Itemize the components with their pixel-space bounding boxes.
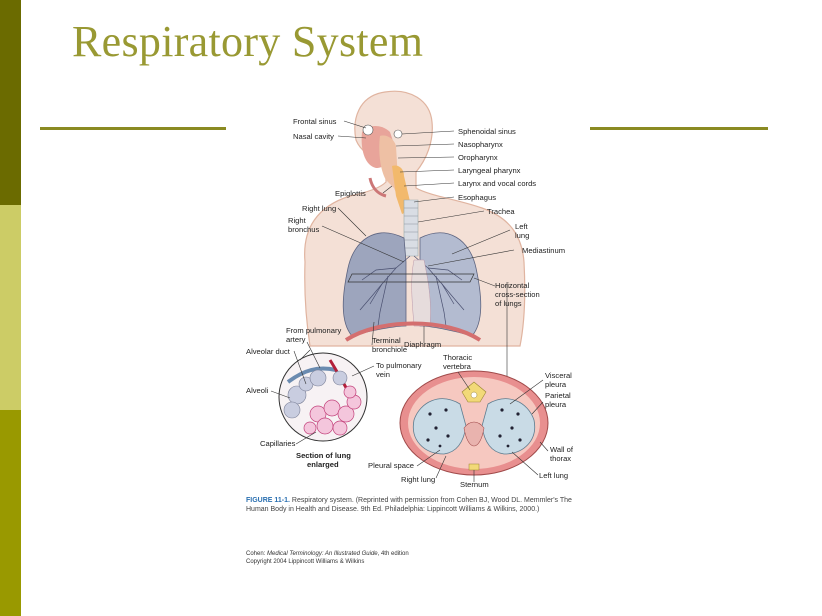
label-left-lung-1: Left [515,222,529,231]
leader-lines [270,120,549,482]
label-right-bronchus-1: Right [288,216,307,225]
label-section-1: Section of lung [296,451,351,460]
label-horizontal-1: Horizontal [495,281,529,290]
label-to-pulmonary-1: To pulmonary [376,361,422,370]
label-epiglottis: Epiglottis [335,189,366,198]
label-larynx: Larynx and vocal cords [458,179,536,188]
label-capillaries: Capillaries [260,439,296,448]
label-diaphragm: Diaphragm [404,340,441,349]
figure-credit-line2: Copyright 2004 Lippincott Williams & Wil… [246,559,365,565]
diaphragm-shape [344,321,482,342]
figure-credit-suffix: , 4th edition [377,551,409,557]
label-mediastinum: Mediastinum [522,246,565,255]
frontal-sinus-shape [362,124,374,136]
label-right-lung-bottom: Right lung [401,475,435,484]
slide-title: Respiratory System [72,17,424,66]
label-frontal-sinus: Frontal sinus [293,117,337,126]
figure-credit: Cohen: Medical Terminology: An Illustrat… [246,550,409,566]
figure-credit-line1: Cohen: Medical Terminology: An Illustrat… [246,550,409,558]
label-from-pulmonary-2: artery [286,335,306,344]
label-terminal-2: bronchiole [372,345,407,354]
label-left-lung-bottom: Left lung [539,471,568,480]
right-lung-shape [342,232,407,337]
slide-sidebar [0,0,21,616]
figure-caption-text: Respiratory system. (Reprinted with perm… [246,497,572,513]
label-oropharynx: Oropharynx [458,153,498,162]
label-alveoli: Alveoli [246,386,269,395]
label-pleural-space: Pleural space [368,461,414,470]
label-right-lung: Right lung [302,204,336,213]
label-thoracic-2: vertebra [443,362,472,371]
sphenoidal-sinus-shape [393,129,403,139]
figure-caption-label: FIGURE 11-1. [246,497,290,504]
label-wall-2: thorax [550,454,571,463]
trachea-rings [404,207,418,249]
title-rule-right [590,127,768,130]
label-parietal-2: pleura [545,400,567,409]
label-alveolar-duct: Alveolar duct [246,347,291,356]
figure-credit-book: Medical Terminology: An Illustrated Guid… [267,551,378,557]
tongue-shape [368,177,387,198]
title-rule-left [40,127,226,130]
label-visceral-2: pleura [545,380,567,389]
label-to-pulmonary-2: vein [376,370,390,379]
label-esophagus: Esophagus [458,193,496,202]
thorax-cross-section [399,370,549,476]
label-from-pulmonary-1: From pulmonary [286,326,341,335]
label-left-lung-2: lung [515,231,529,240]
sidebar-block-dark [0,0,21,205]
label-wall-1: Wall of [550,445,574,454]
label-horizontal-3: of lungs [495,299,522,308]
sidebar-block-light [0,205,21,410]
label-visceral-1: Visceral [545,371,572,380]
label-section-2: enlarged [307,460,339,469]
bronchial-tree [359,255,465,327]
label-trachea: Trachea [487,207,515,216]
label-sphenoidal-sinus: Sphenoidal sinus [458,127,516,136]
label-nasal-cavity: Nasal cavity [293,132,334,141]
label-laryngeal-pharynx: Laryngeal pharynx [458,166,521,175]
label-horizontal-2: cross-section [495,290,540,299]
label-terminal-1: Terminal [372,336,401,345]
label-thoracic-1: Thoracic [443,353,472,362]
figure-credit-prefix: Cohen: [246,551,268,557]
cross-section-plane [347,273,475,283]
trachea-shape [403,199,419,257]
figure-caption: FIGURE 11-1. Respiratory system. (Reprin… [246,496,586,514]
alveoli-inset [278,352,368,442]
sidebar-block-mid [0,410,21,616]
label-right-bronchus-2: bronchus [288,225,319,234]
label-nasopharynx: Nasopharynx [458,140,503,149]
label-parietal-1: Parietal [545,391,571,400]
label-sternum: Sternum [460,480,489,489]
